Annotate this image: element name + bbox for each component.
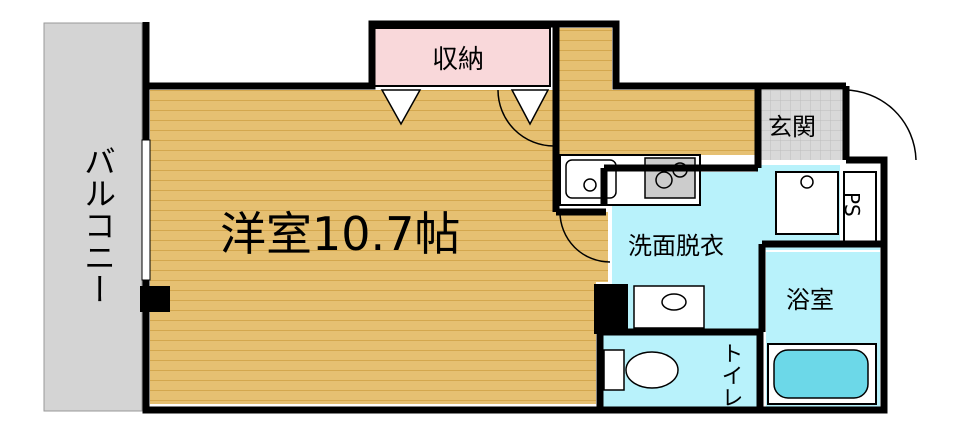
toilet-tank-icon <box>603 349 625 391</box>
stove-icon <box>644 157 696 199</box>
toilet-bowl-icon <box>625 351 679 389</box>
bathtub-basin <box>773 349 869 399</box>
pipe-space-label: PS <box>840 192 864 217</box>
balcony <box>43 22 143 412</box>
entrance <box>760 90 844 160</box>
window <box>141 139 151 281</box>
bathroom-label: 浴室 <box>786 286 834 314</box>
basin-bowl-icon <box>661 293 687 311</box>
storage-door-icon <box>380 89 422 126</box>
walls <box>142 20 888 414</box>
toilet-label: トイレ <box>718 342 743 408</box>
washroom-label: 洗面脱衣 <box>628 232 724 260</box>
washing-machine <box>775 171 839 235</box>
storage-door-icon <box>510 89 550 126</box>
storage-label: 収納 <box>432 45 484 75</box>
western-room-floor <box>150 90 608 404</box>
washing-drum-icon <box>800 175 814 189</box>
entrance-label: 玄関 <box>768 113 816 141</box>
wash-basin <box>633 285 705 329</box>
room-door-swing <box>497 89 555 147</box>
entrance-door-swing <box>843 89 917 161</box>
burner-icon <box>655 171 673 189</box>
western-room-label: 洋室10.7帖 <box>220 207 460 261</box>
washroom-door-swing <box>559 211 611 263</box>
storage <box>371 27 551 87</box>
column <box>594 284 628 334</box>
corridor-floor <box>558 28 756 155</box>
balcony-label: バルコニー <box>79 145 117 305</box>
faucet-icon <box>583 178 597 192</box>
column <box>140 286 170 312</box>
